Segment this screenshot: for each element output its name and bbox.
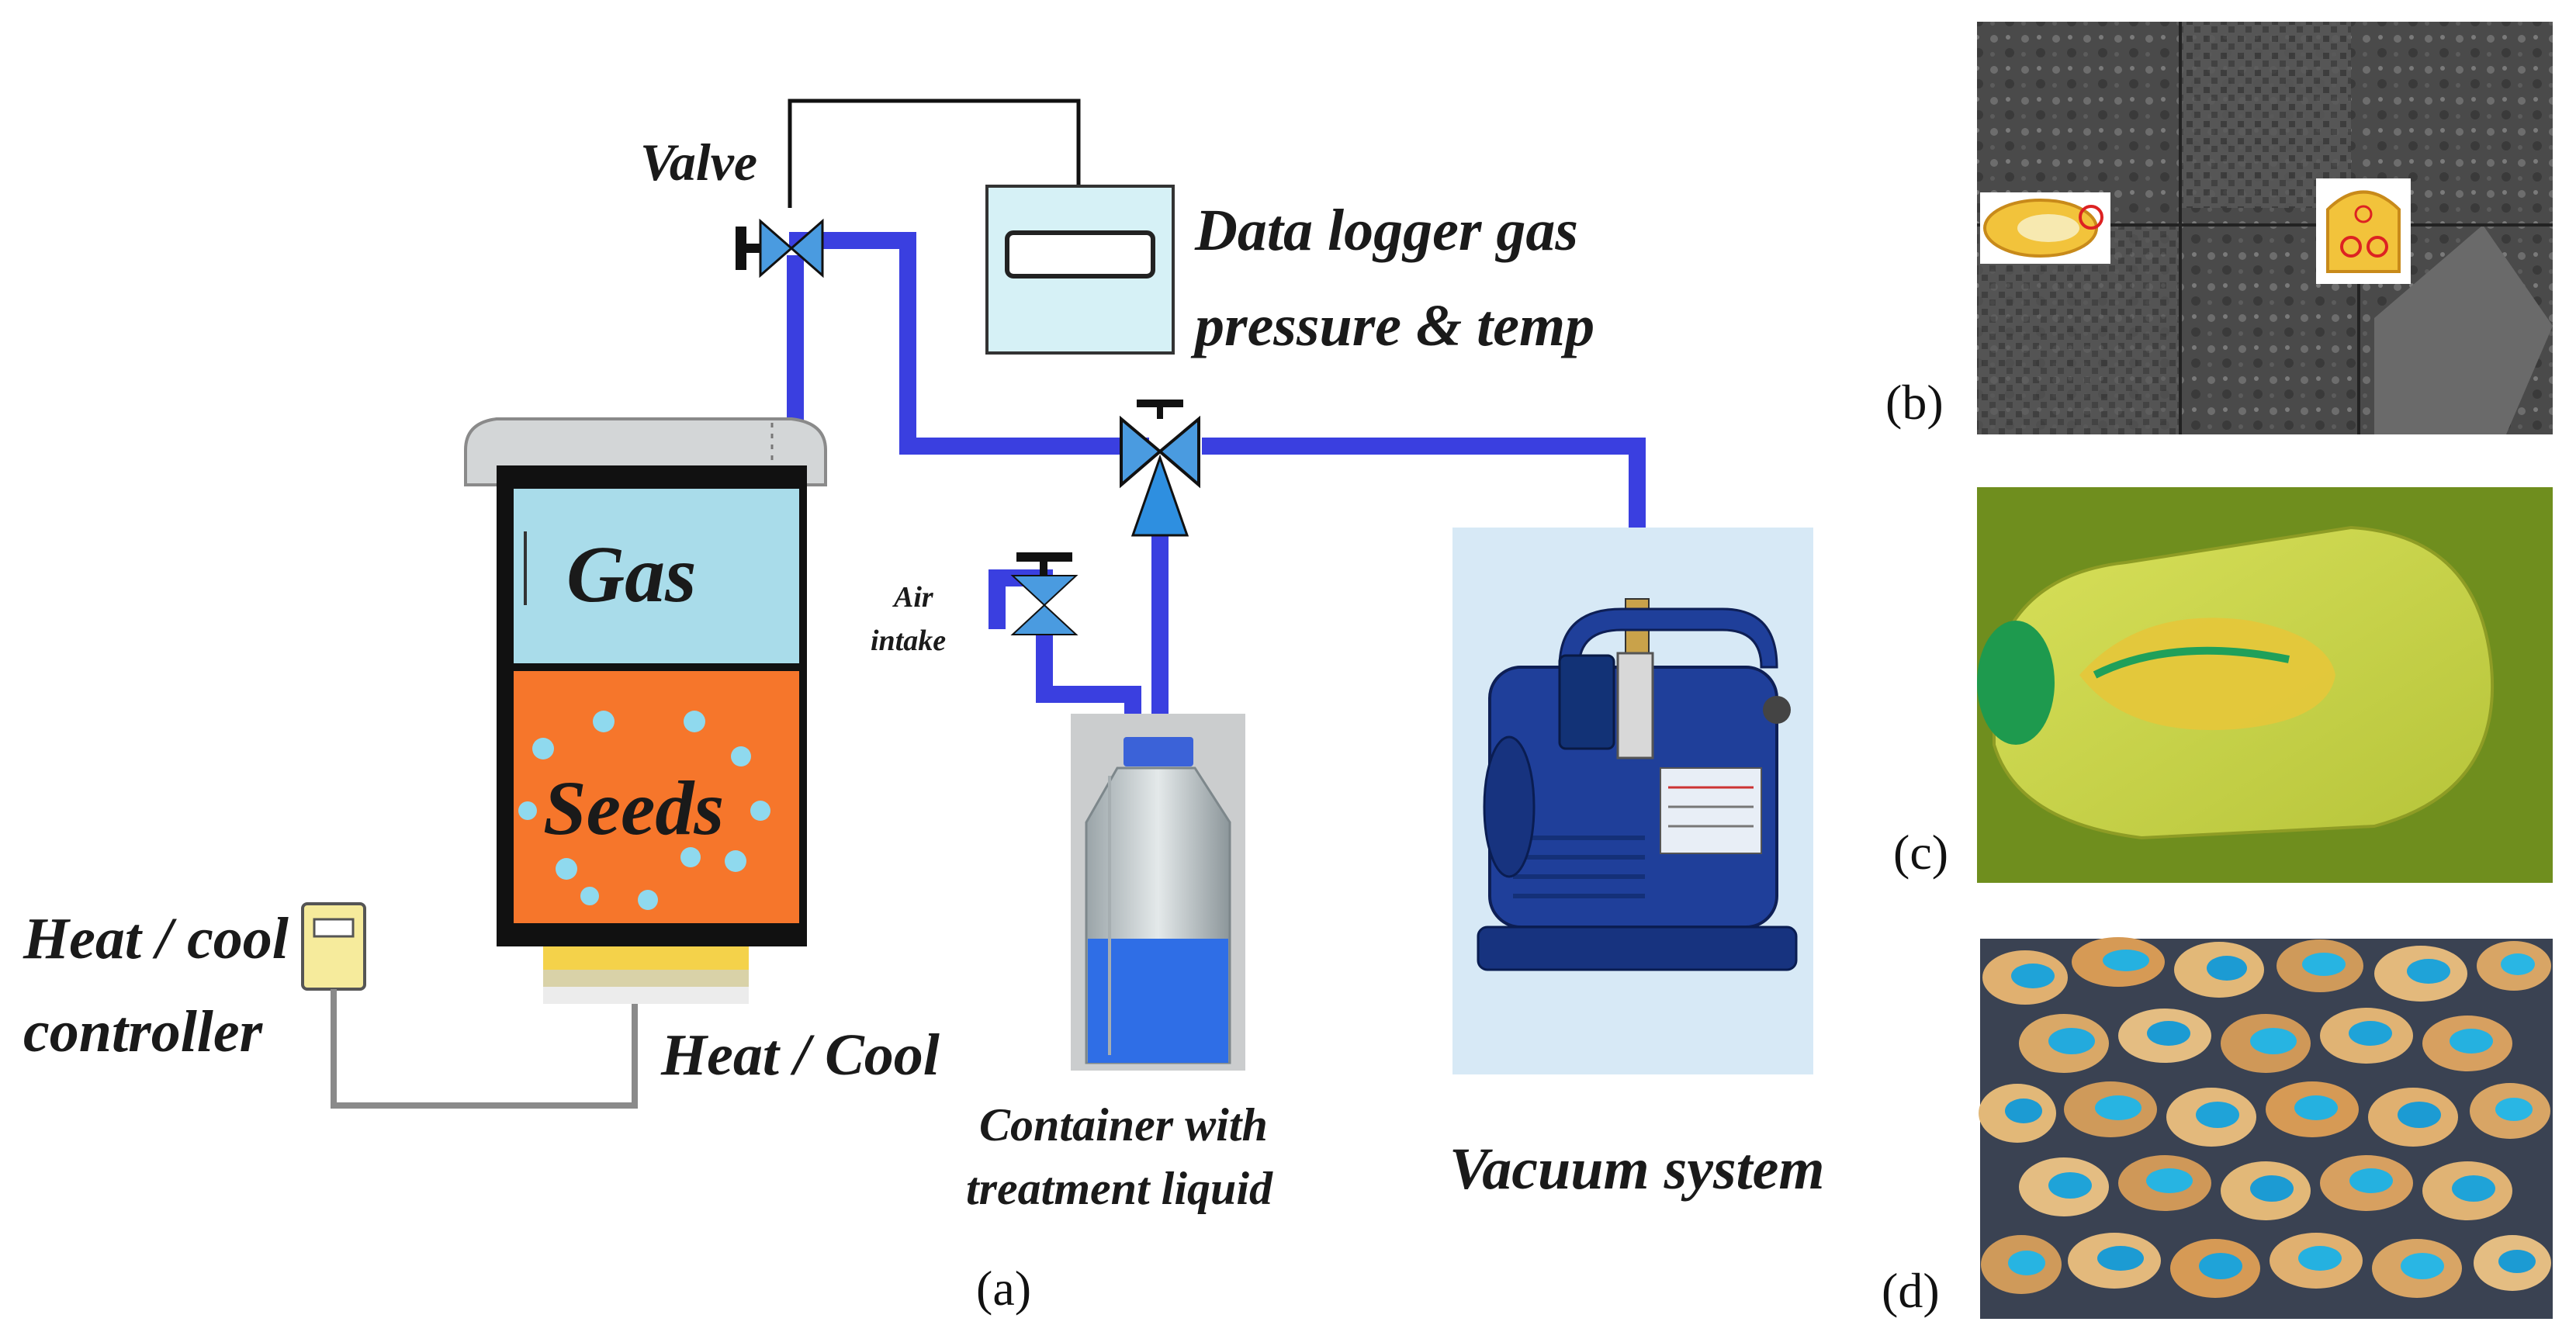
treatment-bottle	[1071, 714, 1245, 1071]
valve-label: Valve	[640, 133, 757, 192]
heater-plate	[543, 946, 749, 1004]
container-label-line1: Container with	[979, 1099, 1268, 1150]
controller-wire	[331, 989, 638, 1109]
data-logger	[985, 185, 1175, 355]
top-valve	[736, 218, 824, 279]
stained-seeds	[1979, 937, 2551, 1298]
seeds-chamber	[514, 671, 799, 923]
vacuum-pump	[1452, 528, 1813, 1074]
vacuum-system-label: Vacuum system	[1449, 1137, 1825, 1202]
caption-c: (c)	[1893, 825, 1948, 880]
data-logger-label-line2: pressure & temp	[1190, 293, 1594, 358]
bubbles	[518, 711, 770, 910]
logger-wire	[788, 99, 1081, 208]
container-label-line2: treatment liquid	[966, 1163, 1273, 1214]
heat-cool-controller-label-line1: Heat / cool	[23, 906, 289, 971]
three-way-valve	[1120, 400, 1200, 537]
air-intake-label-line1: Air	[892, 581, 934, 614]
caption-b: (b)	[1885, 375, 1944, 430]
seeds-label: Seeds	[543, 765, 724, 851]
panel-c: (c)	[1893, 487, 2553, 883]
caption-a: (a)	[976, 1261, 1031, 1316]
heat-cool-controller-label-line2: controller	[23, 999, 264, 1064]
data-logger-label-line1: Data logger gas	[1194, 198, 1578, 263]
caption-d: (d)	[1882, 1263, 1940, 1318]
kernel-inset-left	[1980, 192, 2110, 264]
treatment-vessel: Gas Seeds	[464, 417, 827, 1004]
panel-d: (d)	[1882, 937, 2553, 1319]
air-intake-valve	[1010, 552, 1079, 635]
gas-chamber	[514, 489, 799, 663]
air-intake-label-line2: intake	[871, 625, 946, 657]
gas-label: Gas	[566, 530, 697, 619]
heat-cool-label: Heat / Cool	[660, 1022, 940, 1088]
heat-cool-controller	[301, 902, 638, 1109]
panel-b: (b)	[1885, 22, 2553, 434]
kernel-inset-right	[2316, 178, 2411, 284]
panel-a: Gas Seeds	[23, 99, 1825, 1316]
stained-seeds-photo	[1980, 939, 2553, 1319]
